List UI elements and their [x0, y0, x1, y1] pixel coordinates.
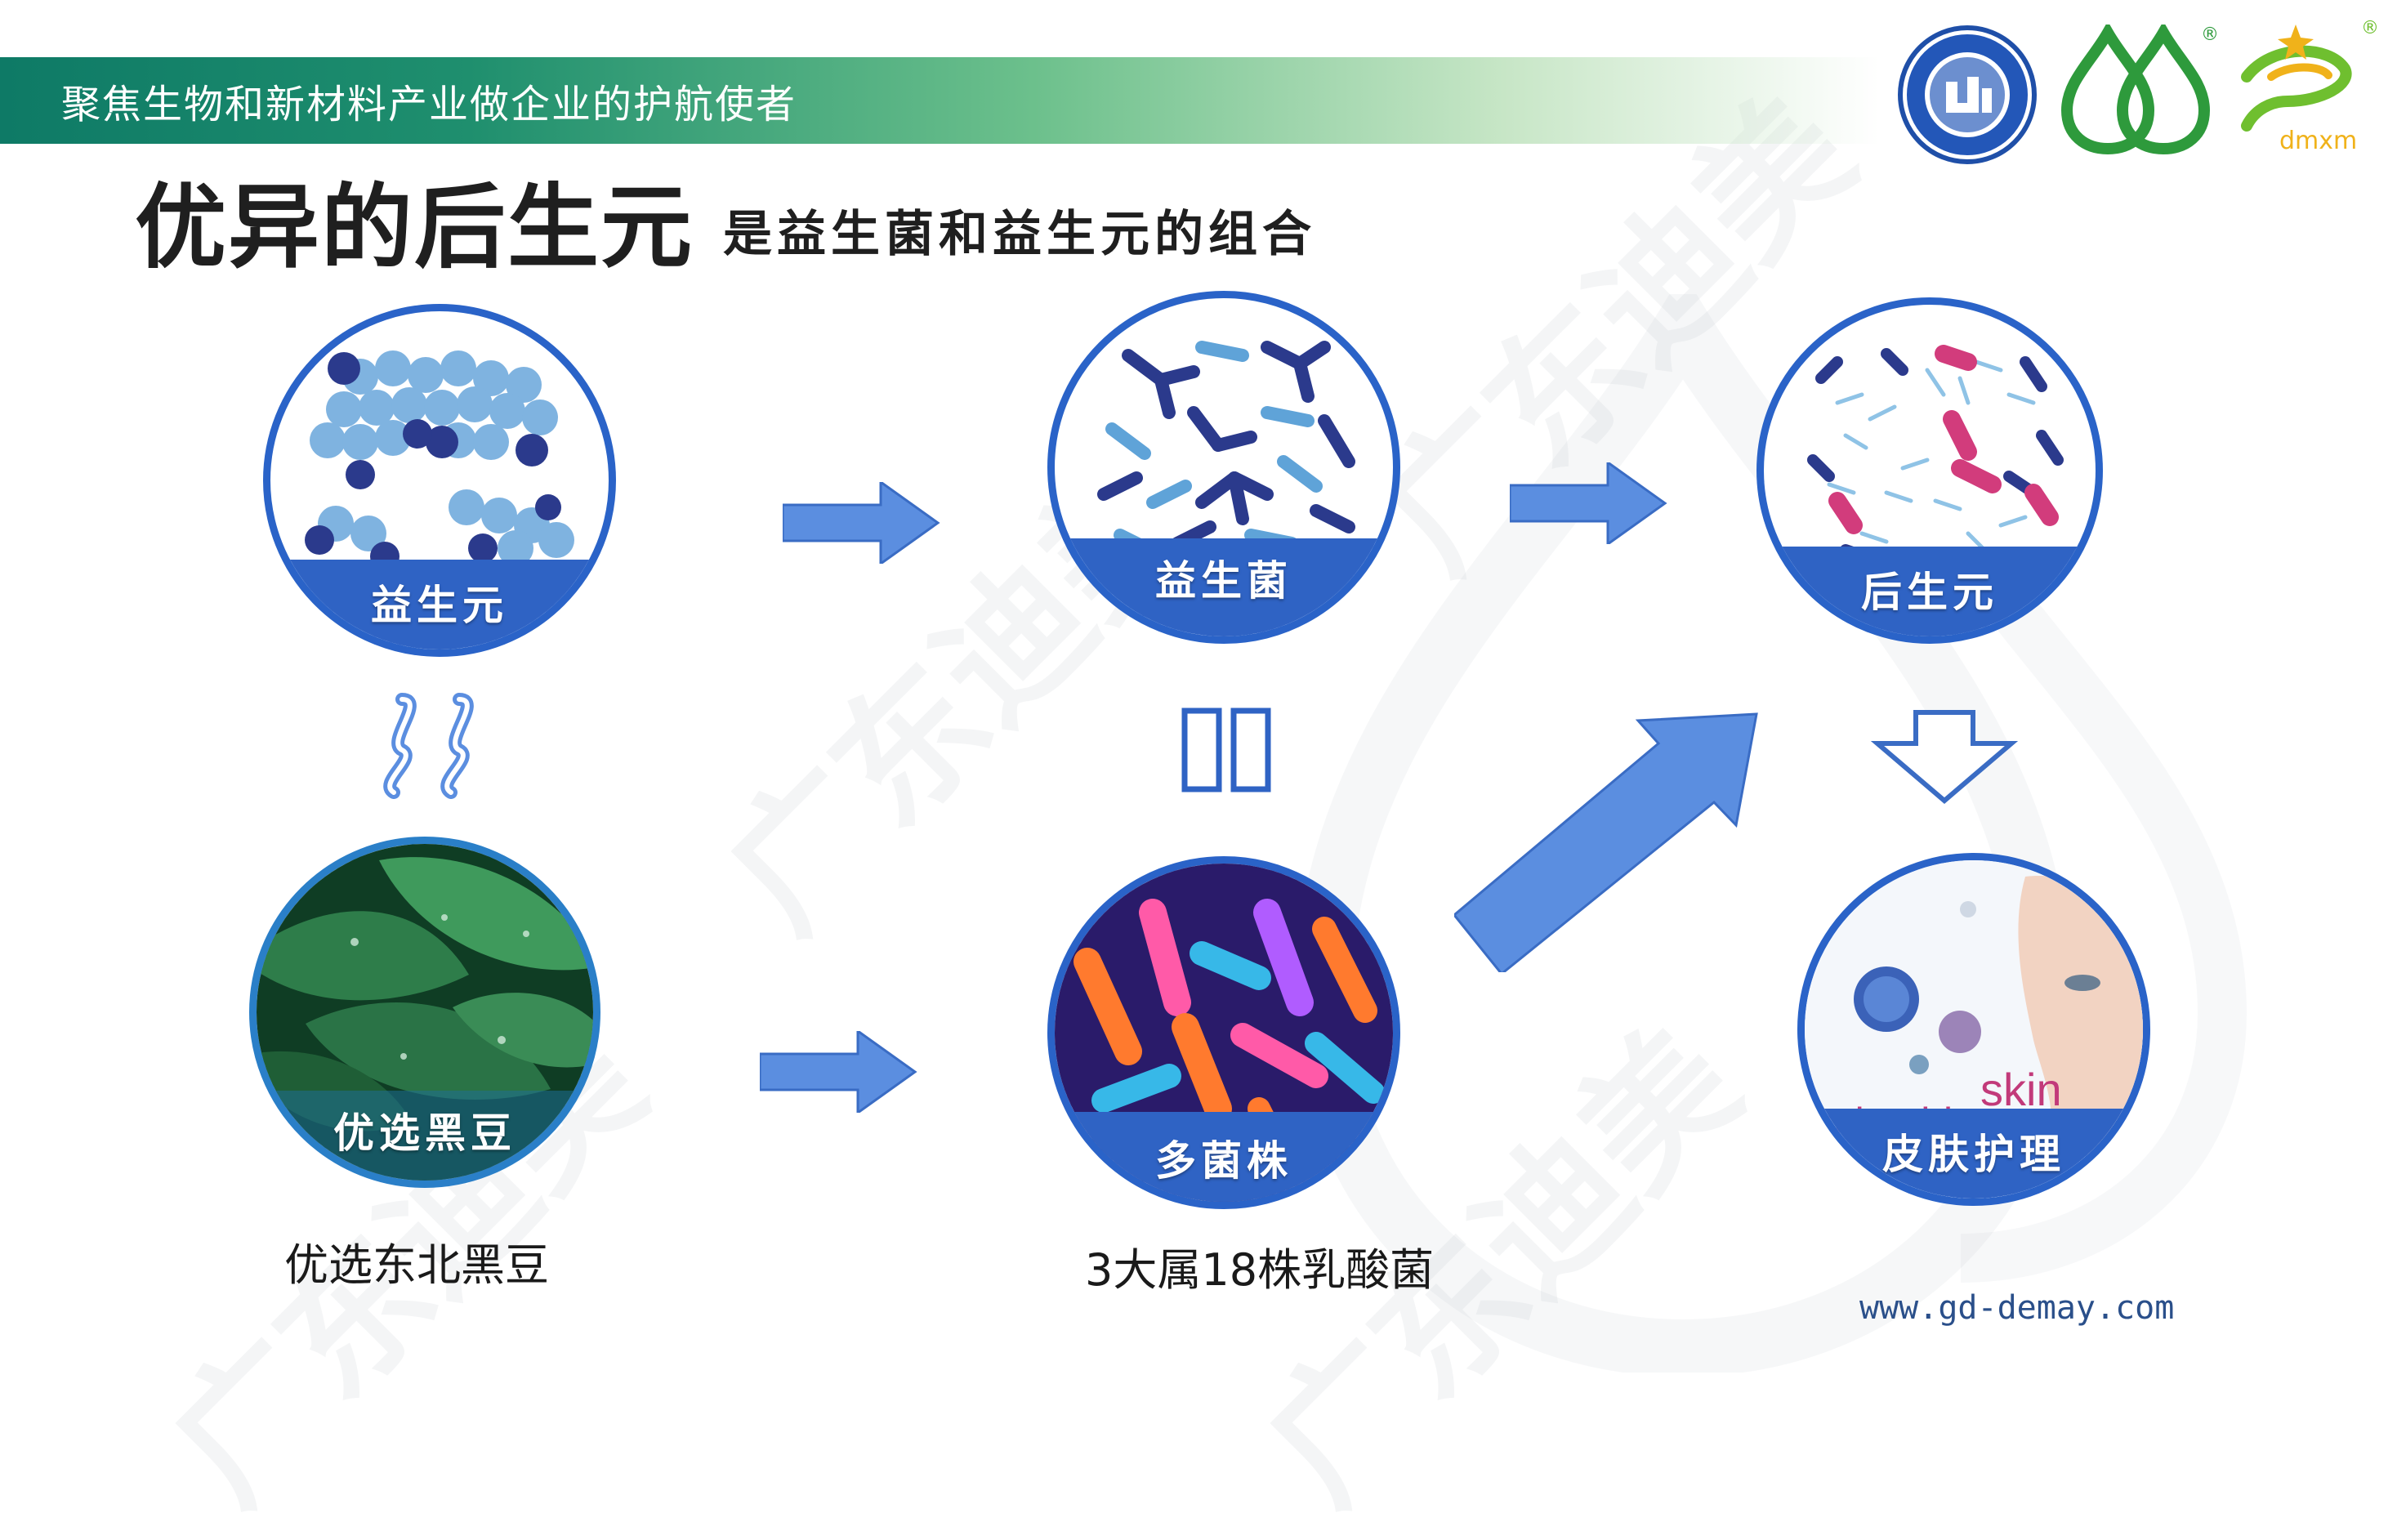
probiotic-label: 益生菌 [1155, 556, 1292, 605]
postbiotic-circle: 后生元 [1756, 297, 2103, 644]
page-subtitle: 是益生菌和益生元的组合 [723, 206, 1316, 263]
approximately-icon [383, 693, 474, 799]
blackbean-caption: 优选东北黑豆 [284, 1239, 549, 1291]
skincare-circle: skin microbiome 皮肤护理 [1797, 853, 2150, 1206]
prebiotic-circle: 益生元 [263, 304, 616, 657]
arrow-right-icon [783, 482, 940, 564]
dmxm-brand-text: dmxm [2279, 127, 2358, 155]
arrow-down-outline-icon [1871, 710, 2018, 804]
postbiotic-label: 后生元 [1861, 568, 1998, 616]
equals-outline-icon [1181, 708, 1271, 792]
registered-mark: ® [2201, 25, 2219, 45]
arrow-right-icon [1510, 462, 1667, 544]
skin-image-text: skin [1980, 1064, 2062, 1115]
page-title: 优异的后生元 [135, 175, 694, 281]
multistrain-label: 多菌株 [1155, 1136, 1292, 1185]
prebiotic-label: 益生元 [371, 581, 508, 629]
probiotic-circle: 益生菌 [1047, 291, 1400, 644]
registered-mark: ® [2361, 18, 2379, 38]
multistrain-circle: 多菌株 [1047, 856, 1400, 1209]
postbiotic-fragments-icon [1807, 345, 2064, 580]
dmxm-brand-logo [2222, 20, 2361, 150]
arrow-right-icon [760, 1031, 917, 1113]
blackbean-circle: 优选黑豆 [249, 837, 600, 1188]
drop-brand-logo [2059, 25, 2214, 155]
institute-seal-logo [1897, 25, 2038, 165]
skincare-label: 皮肤护理 [1882, 1130, 2065, 1178]
multistrain-caption: 3大属18株乳酸菌 [1085, 1244, 1435, 1296]
header-banner [0, 57, 1879, 144]
cocci-bacteria-icon [305, 350, 574, 571]
header-tagline: 聚焦生物和新材料产业做企业的护航使者 [61, 82, 797, 127]
blackbean-label: 优选黑豆 [333, 1109, 516, 1157]
footer-website: www.gd-demay.com [1859, 1289, 2175, 1327]
arrow-diagonal-icon [1454, 712, 1758, 972]
